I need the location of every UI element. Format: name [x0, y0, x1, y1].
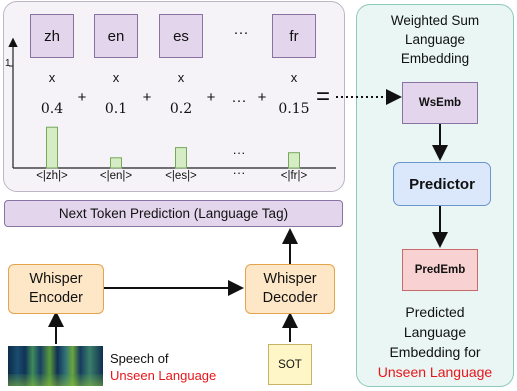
speech-caption-line2: Unseen Language: [110, 368, 217, 383]
predictor-box: Predictor: [393, 162, 491, 206]
tick-label-zh: <|zh|>: [36, 170, 68, 182]
plus-sign-4: +: [257, 89, 267, 106]
wsemb-box: WsEmb: [402, 82, 478, 124]
whisper-decoder-line2: Decoder: [262, 290, 318, 306]
tick-label-en: <|en|>: [99, 170, 133, 182]
multiply-sign-fr: x: [290, 70, 298, 85]
predicted-caption-line2: Language: [403, 324, 467, 340]
whisper-encoder-line1: Whisper: [29, 271, 83, 287]
predicted-embedding-caption: Predicted Language Embedding for Unseen …: [356, 302, 514, 382]
whisper-encoder-box: Whisper Encoder: [8, 264, 104, 314]
lang-box-ellipsis: ···: [233, 24, 249, 41]
weighted-sum-title-line2: Language: [404, 32, 466, 47]
speech-caption-line1: Speech of: [110, 351, 169, 366]
equals-sign: =: [315, 83, 330, 110]
tick-label-ellipsis: ···: [232, 165, 246, 180]
whisper-encoder-line2: Encoder: [28, 290, 83, 306]
weight-zh: 0.4: [40, 101, 64, 117]
tick-label-fr: <|fr|>: [280, 170, 308, 182]
plus-sign-2: +: [142, 89, 152, 106]
whisper-decoder-line1: Whisper: [263, 271, 317, 287]
prob-bar-en: [110, 157, 122, 169]
predicted-caption-line4: Unseen Language: [377, 364, 493, 380]
weight-en: 0.1: [104, 101, 128, 117]
predemb-box: PredEmb: [402, 249, 478, 291]
weighted-sum-title-line3: Embedding: [400, 51, 470, 66]
speech-caption: Speech of Unseen Language: [110, 350, 216, 384]
prob-bar-fr: [288, 152, 300, 169]
lang-box-en: en: [94, 14, 138, 58]
chart-y-tick-label: 1: [5, 58, 11, 69]
weight-ellipsis: ···: [231, 92, 247, 109]
predicted-caption-line3: Embedding for: [389, 344, 481, 360]
weighted-sum-title: Weighted Sum Language Embedding: [356, 11, 514, 68]
speech-spectrogram-image: [8, 346, 103, 386]
weight-es: 0.2: [169, 101, 193, 117]
predicted-caption-line1: Predicted: [405, 304, 465, 320]
tick-label-es: <|es|>: [165, 170, 197, 182]
lang-box-es: es: [159, 14, 203, 58]
lang-box-fr: fr: [272, 14, 316, 58]
lang-box-zh: zh: [30, 14, 74, 58]
weighted-sum-title-line1: Weighted Sum: [390, 13, 480, 28]
plus-sign-1: +: [77, 89, 87, 106]
plus-sign-3: +: [206, 89, 216, 106]
next-token-prediction-box: Next Token Prediction (Language Tag): [4, 200, 343, 227]
sot-token-box: SOT: [268, 344, 312, 385]
bar-ellipsis: ···: [232, 145, 246, 160]
multiply-sign-es: x: [177, 70, 185, 85]
prob-bar-es: [175, 147, 187, 169]
prob-bar-zh: [46, 126, 58, 169]
weight-fr: 0.15: [278, 101, 310, 117]
multiply-sign-zh: x: [48, 70, 56, 85]
multiply-sign-en: x: [112, 70, 120, 85]
whisper-decoder-box: Whisper Decoder: [245, 264, 335, 314]
